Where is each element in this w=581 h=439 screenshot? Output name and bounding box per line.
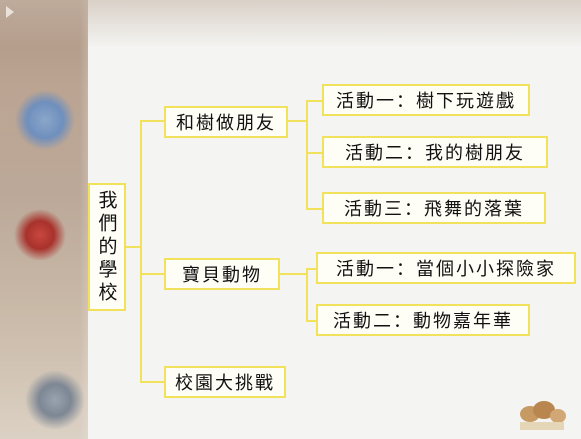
branch-node-animals: 寶貝動物 (164, 258, 280, 290)
connector-root-trunk (126, 246, 140, 248)
connector-b2-leaf2 (306, 320, 316, 322)
top-banner (0, 0, 581, 48)
medal-photo-image (0, 0, 88, 439)
connector-b2-out (280, 273, 306, 275)
connector-b1-leaf2 (306, 152, 322, 154)
connector-b1-spine (306, 100, 308, 210)
connector-b1-leaf1 (306, 100, 322, 102)
connector-branch-spine (140, 120, 142, 382)
branch-node-trees: 和樹做朋友 (164, 106, 288, 138)
connector-to-branch-2 (140, 273, 164, 275)
leaf-node-animals-2: 活動二：動物嘉年華 (316, 304, 530, 336)
connector-to-branch-1 (140, 120, 164, 122)
connector-b1-out (288, 120, 306, 122)
leaf-node-trees-3: 活動三：飛舞的落葉 (322, 192, 546, 224)
branch-node-challenge: 校園大挑戰 (164, 366, 286, 398)
connector-b2-spine (306, 268, 308, 320)
connector-b1-leaf3 (306, 208, 322, 210)
fruit-ornament-icon (520, 401, 566, 430)
leaf-node-animals-1: 活動一：當個小小探險家 (316, 252, 576, 284)
leaf-node-trees-1: 活動一：樹下玩遊戲 (322, 84, 530, 116)
leaf-node-trees-2: 活動二：我的樹朋友 (322, 136, 548, 168)
decorative-photo-strip (0, 0, 88, 439)
connector-to-branch-3 (140, 381, 164, 383)
connector-b2-leaf1 (306, 268, 316, 270)
root-node: 我們的學校 (88, 183, 126, 311)
play-arrow-icon (6, 6, 14, 18)
